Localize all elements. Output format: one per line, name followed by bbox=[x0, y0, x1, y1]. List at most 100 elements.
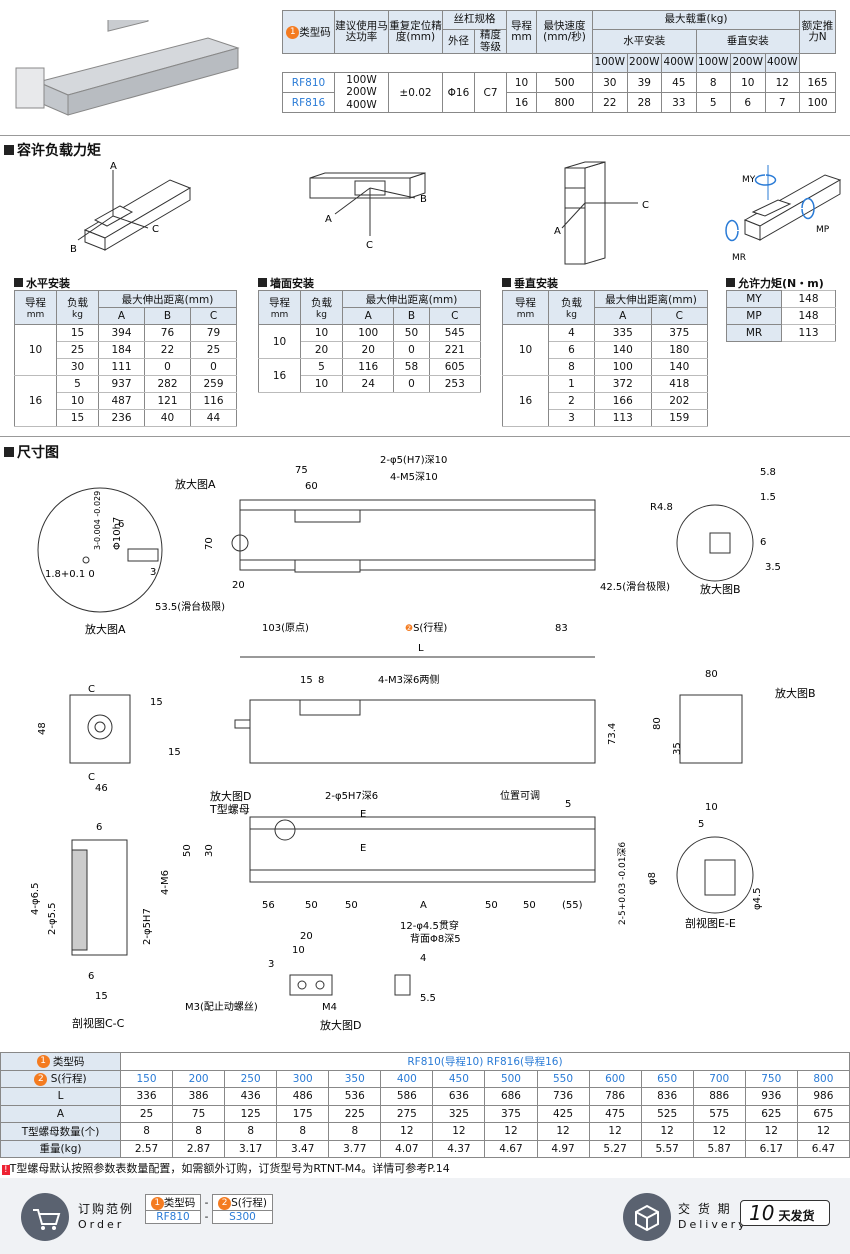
stroke-cell: 5.57 bbox=[640, 1139, 694, 1158]
stroke-cell: 175 bbox=[276, 1104, 330, 1123]
svg-text:5.5: 5.5 bbox=[420, 993, 436, 1004]
svg-text:MR: MR bbox=[732, 253, 746, 263]
section-title-dimensions: 尺寸图 bbox=[4, 442, 59, 462]
stroke-cell: 8 bbox=[172, 1122, 226, 1141]
stroke-cell: 786 bbox=[588, 1087, 642, 1106]
svg-text:R4.8: R4.8 bbox=[650, 502, 673, 513]
svg-text:53.5(滑台极限): 53.5(滑台极限) bbox=[155, 600, 225, 613]
svg-text:56: 56 bbox=[262, 900, 275, 911]
svg-text:1.5: 1.5 bbox=[760, 492, 776, 503]
stroke-cell: 12 bbox=[484, 1122, 538, 1141]
stroke-cell: 12 bbox=[536, 1122, 590, 1141]
svg-text:C: C bbox=[642, 200, 649, 211]
stroke-cell: 550 bbox=[536, 1069, 590, 1088]
stroke-cell: 650 bbox=[640, 1069, 694, 1088]
stroke-cell: 3.47 bbox=[276, 1139, 330, 1158]
moment-diagram-horizontal: A B C bbox=[70, 161, 192, 255]
svg-text:12-φ4.5贯穿: 12-φ4.5贯穿 bbox=[400, 919, 459, 932]
stroke-cell: 536 bbox=[328, 1087, 382, 1106]
svg-text:15: 15 bbox=[168, 747, 181, 758]
svg-text:2-φ5(H7)深10: 2-φ5(H7)深10 bbox=[380, 455, 447, 466]
stroke-cell: 986 bbox=[796, 1087, 850, 1106]
stroke-cell: 375 bbox=[484, 1104, 538, 1123]
stroke-cell: 8 bbox=[224, 1122, 278, 1141]
stroke-cell: 325 bbox=[432, 1104, 486, 1123]
stroke-cell: 12 bbox=[588, 1122, 642, 1141]
svg-text:Φ10h7: Φ10h7 bbox=[112, 517, 123, 550]
stroke-cell: 475 bbox=[588, 1104, 642, 1123]
stroke-cell: 4.67 bbox=[484, 1139, 538, 1158]
svg-text:15: 15 bbox=[95, 991, 108, 1002]
svg-text:6: 6 bbox=[96, 822, 102, 833]
svg-text:B: B bbox=[420, 194, 427, 205]
stroke-cell: 936 bbox=[744, 1087, 798, 1106]
stroke-cell: 675 bbox=[796, 1104, 850, 1123]
stroke-cell: 2.87 bbox=[172, 1139, 226, 1158]
svg-text:φ4.5: φ4.5 bbox=[752, 888, 763, 911]
stroke-cell: 400 bbox=[380, 1069, 434, 1088]
moment-diagram-vertical: A C bbox=[554, 161, 649, 265]
svg-text:A: A bbox=[110, 161, 117, 172]
stroke-cell: 750 bbox=[744, 1069, 798, 1088]
stroke-cell: 586 bbox=[380, 1087, 434, 1106]
stroke-cell: 686 bbox=[484, 1087, 538, 1106]
svg-text:2-5+0.03 -0.01深6: 2-5+0.03 -0.01深6 bbox=[617, 842, 628, 925]
stroke-cell: 425 bbox=[536, 1104, 590, 1123]
svg-text:C: C bbox=[88, 772, 95, 783]
stroke-cell: 350 bbox=[328, 1069, 382, 1088]
svg-text:5: 5 bbox=[698, 819, 704, 830]
svg-text:5.8: 5.8 bbox=[760, 467, 776, 478]
svg-text:E: E bbox=[360, 843, 366, 854]
stroke-cell: 625 bbox=[744, 1104, 798, 1123]
stroke-cell: 4.37 bbox=[432, 1139, 486, 1158]
svg-text:80: 80 bbox=[705, 669, 718, 680]
stroke-cell: 436 bbox=[224, 1087, 278, 1106]
stroke-cell: 450 bbox=[432, 1069, 486, 1088]
svg-text:60: 60 bbox=[305, 481, 318, 492]
svg-text:20: 20 bbox=[300, 931, 313, 942]
stroke-cell: 200 bbox=[172, 1069, 226, 1088]
svg-text:80: 80 bbox=[652, 717, 663, 730]
svg-text:φ8: φ8 bbox=[647, 872, 658, 885]
svg-text:20: 20 bbox=[232, 580, 245, 591]
svg-text:1.8+0.1 0: 1.8+0.1 0 bbox=[45, 569, 95, 580]
svg-text:M3(配止动螺丝): M3(配止动螺丝) bbox=[185, 1001, 258, 1013]
stroke-cell: 8 bbox=[119, 1122, 174, 1141]
stroke-cell: 250 bbox=[224, 1069, 278, 1088]
dimension-drawing: 6 3 1.8+0.1 0 Φ10h7 3-0.004 -0.029 放大图A … bbox=[30, 455, 816, 1032]
stroke-cell: 575 bbox=[692, 1104, 746, 1123]
svg-text:50: 50 bbox=[345, 900, 358, 911]
svg-text:4-M6: 4-M6 bbox=[160, 870, 171, 895]
svg-text:48: 48 bbox=[37, 722, 48, 735]
svg-text:42.5(滑台极限): 42.5(滑台极限) bbox=[600, 580, 670, 593]
stroke-cell: 6.47 bbox=[796, 1139, 850, 1158]
stroke-cell: 600 bbox=[588, 1069, 642, 1088]
stroke-cell: 386 bbox=[172, 1087, 226, 1106]
product-image bbox=[15, 20, 240, 116]
svg-text:M4: M4 bbox=[322, 1002, 337, 1013]
svg-text:50: 50 bbox=[485, 900, 498, 911]
svg-text:6: 6 bbox=[88, 971, 94, 982]
svg-text:73.4: 73.4 bbox=[607, 723, 618, 745]
svg-text:5: 5 bbox=[565, 799, 571, 810]
svg-text:T型螺母: T型螺母 bbox=[209, 802, 250, 816]
svg-text:6: 6 bbox=[760, 537, 766, 548]
svg-text:(55): (55) bbox=[562, 900, 583, 911]
svg-text:10: 10 bbox=[292, 945, 305, 956]
stroke-cell: 300 bbox=[276, 1069, 330, 1088]
svg-text:8: 8 bbox=[318, 675, 324, 686]
svg-text:剖视图C-C: 剖视图C-C bbox=[72, 1016, 125, 1030]
svg-text:10: 10 bbox=[705, 802, 718, 813]
svg-text:83: 83 bbox=[555, 623, 568, 634]
svg-text:4-M3深6两侧: 4-M3深6两侧 bbox=[378, 673, 439, 686]
svg-text:A: A bbox=[325, 214, 332, 225]
svg-text:70: 70 bbox=[204, 537, 215, 550]
svg-text:L: L bbox=[418, 643, 424, 654]
stroke-cell: 25 bbox=[119, 1104, 174, 1123]
